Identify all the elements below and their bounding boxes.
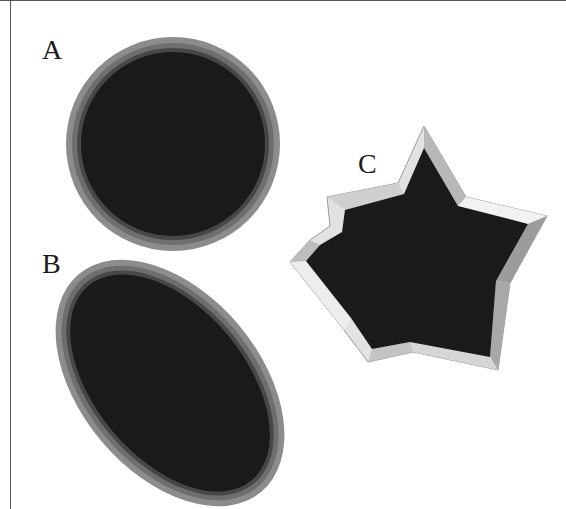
circular-hole — [66, 37, 280, 251]
frame-line — [0, 0, 566, 1]
figure-letter: C — [358, 150, 377, 178]
figure-letter: A — [42, 36, 62, 64]
irregular-hole — [290, 126, 547, 370]
figure-letter: B — [42, 250, 61, 278]
elliptical-hole — [10, 216, 330, 509]
frame-line — [10, 0, 11, 509]
